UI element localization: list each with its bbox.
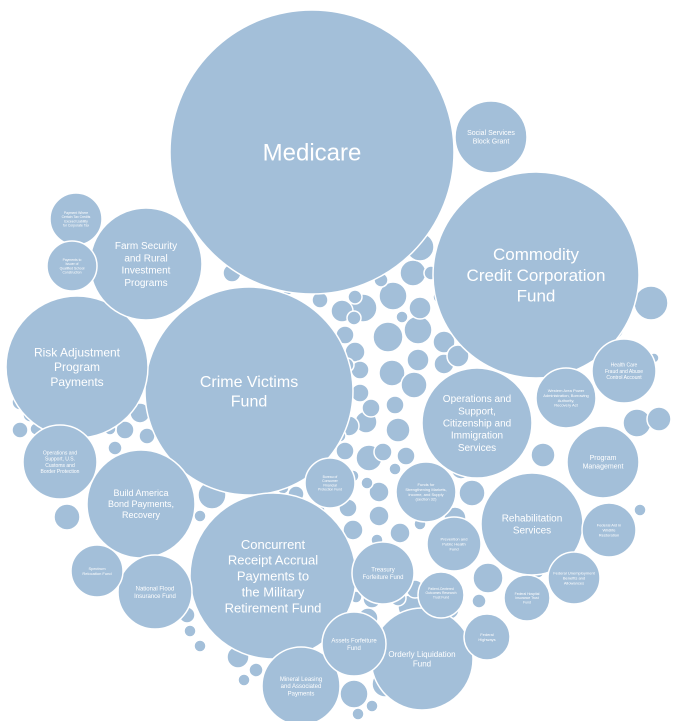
bubble-unlabeled (237, 673, 251, 687)
bubble-unlabeled (347, 289, 363, 305)
bubble (591, 338, 657, 404)
bubble-unlabeled (388, 462, 402, 476)
bubble (421, 367, 533, 479)
bubble-unlabeled (193, 509, 207, 523)
bubble-unlabeled (183, 624, 197, 638)
bubble (144, 286, 354, 496)
bubble-unlabeled (530, 442, 556, 468)
bubble-unlabeled (408, 296, 432, 320)
bubble (351, 541, 415, 605)
bubble-unlabeled (373, 442, 393, 462)
bubble-unlabeled (248, 662, 264, 678)
bubble (535, 367, 597, 429)
bubble (566, 425, 640, 499)
bubble-unlabeled (193, 639, 207, 653)
bubble (426, 516, 482, 572)
bubble-unlabeled (458, 479, 486, 507)
bubble-unlabeled (335, 441, 355, 461)
bubble (321, 611, 387, 677)
bubble-unlabeled (471, 593, 487, 609)
bubble-label: Medicare (263, 139, 362, 166)
bubble (22, 424, 98, 500)
bubble-unlabeled (365, 699, 379, 713)
bubble-unlabeled (360, 476, 374, 490)
bubble-unlabeled (378, 281, 408, 311)
bubble-unlabeled (396, 446, 416, 466)
bubble-unlabeled (339, 679, 369, 709)
bubble-unlabeled (446, 344, 470, 368)
bubble-unlabeled (406, 348, 430, 372)
bubble-unlabeled (385, 395, 405, 415)
bubble-unlabeled (395, 310, 409, 324)
bubble-unlabeled (399, 259, 427, 287)
bubble (432, 171, 640, 379)
bubble-unlabeled (432, 330, 456, 354)
bubble-unlabeled (389, 522, 411, 544)
bubble (454, 100, 528, 174)
bubble (169, 9, 455, 295)
bubble-unlabeled (646, 406, 672, 432)
bubble-unlabeled (378, 359, 406, 387)
bubble-unlabeled (346, 310, 362, 326)
bubble (395, 461, 457, 523)
bubble-unlabeled (342, 519, 364, 541)
bubble (46, 240, 98, 292)
bubble-unlabeled (351, 707, 365, 721)
bubble-unlabeled (633, 503, 647, 517)
bubble-unlabeled (472, 562, 504, 594)
bubble-unlabeled (633, 285, 669, 321)
bubble (417, 571, 465, 619)
bubble (503, 574, 551, 622)
bubble-unlabeled (622, 408, 652, 438)
bubble-unlabeled (368, 505, 390, 527)
bubble-unlabeled (400, 371, 428, 399)
bubble-unlabeled (361, 398, 381, 418)
bubble-unlabeled (53, 503, 81, 531)
bubble-unlabeled (403, 315, 433, 345)
bubble (581, 502, 637, 558)
bubble (117, 554, 193, 630)
bubble-unlabeled (385, 417, 411, 443)
bubble-unlabeled (372, 321, 404, 353)
bubble-unlabeled (368, 481, 390, 503)
bubble (547, 551, 601, 605)
bubble (463, 613, 511, 661)
bubble (304, 457, 356, 509)
bubble (70, 544, 124, 598)
bubble-unlabeled (107, 440, 123, 456)
bubble-unlabeled (11, 421, 29, 439)
bubble (261, 646, 341, 721)
